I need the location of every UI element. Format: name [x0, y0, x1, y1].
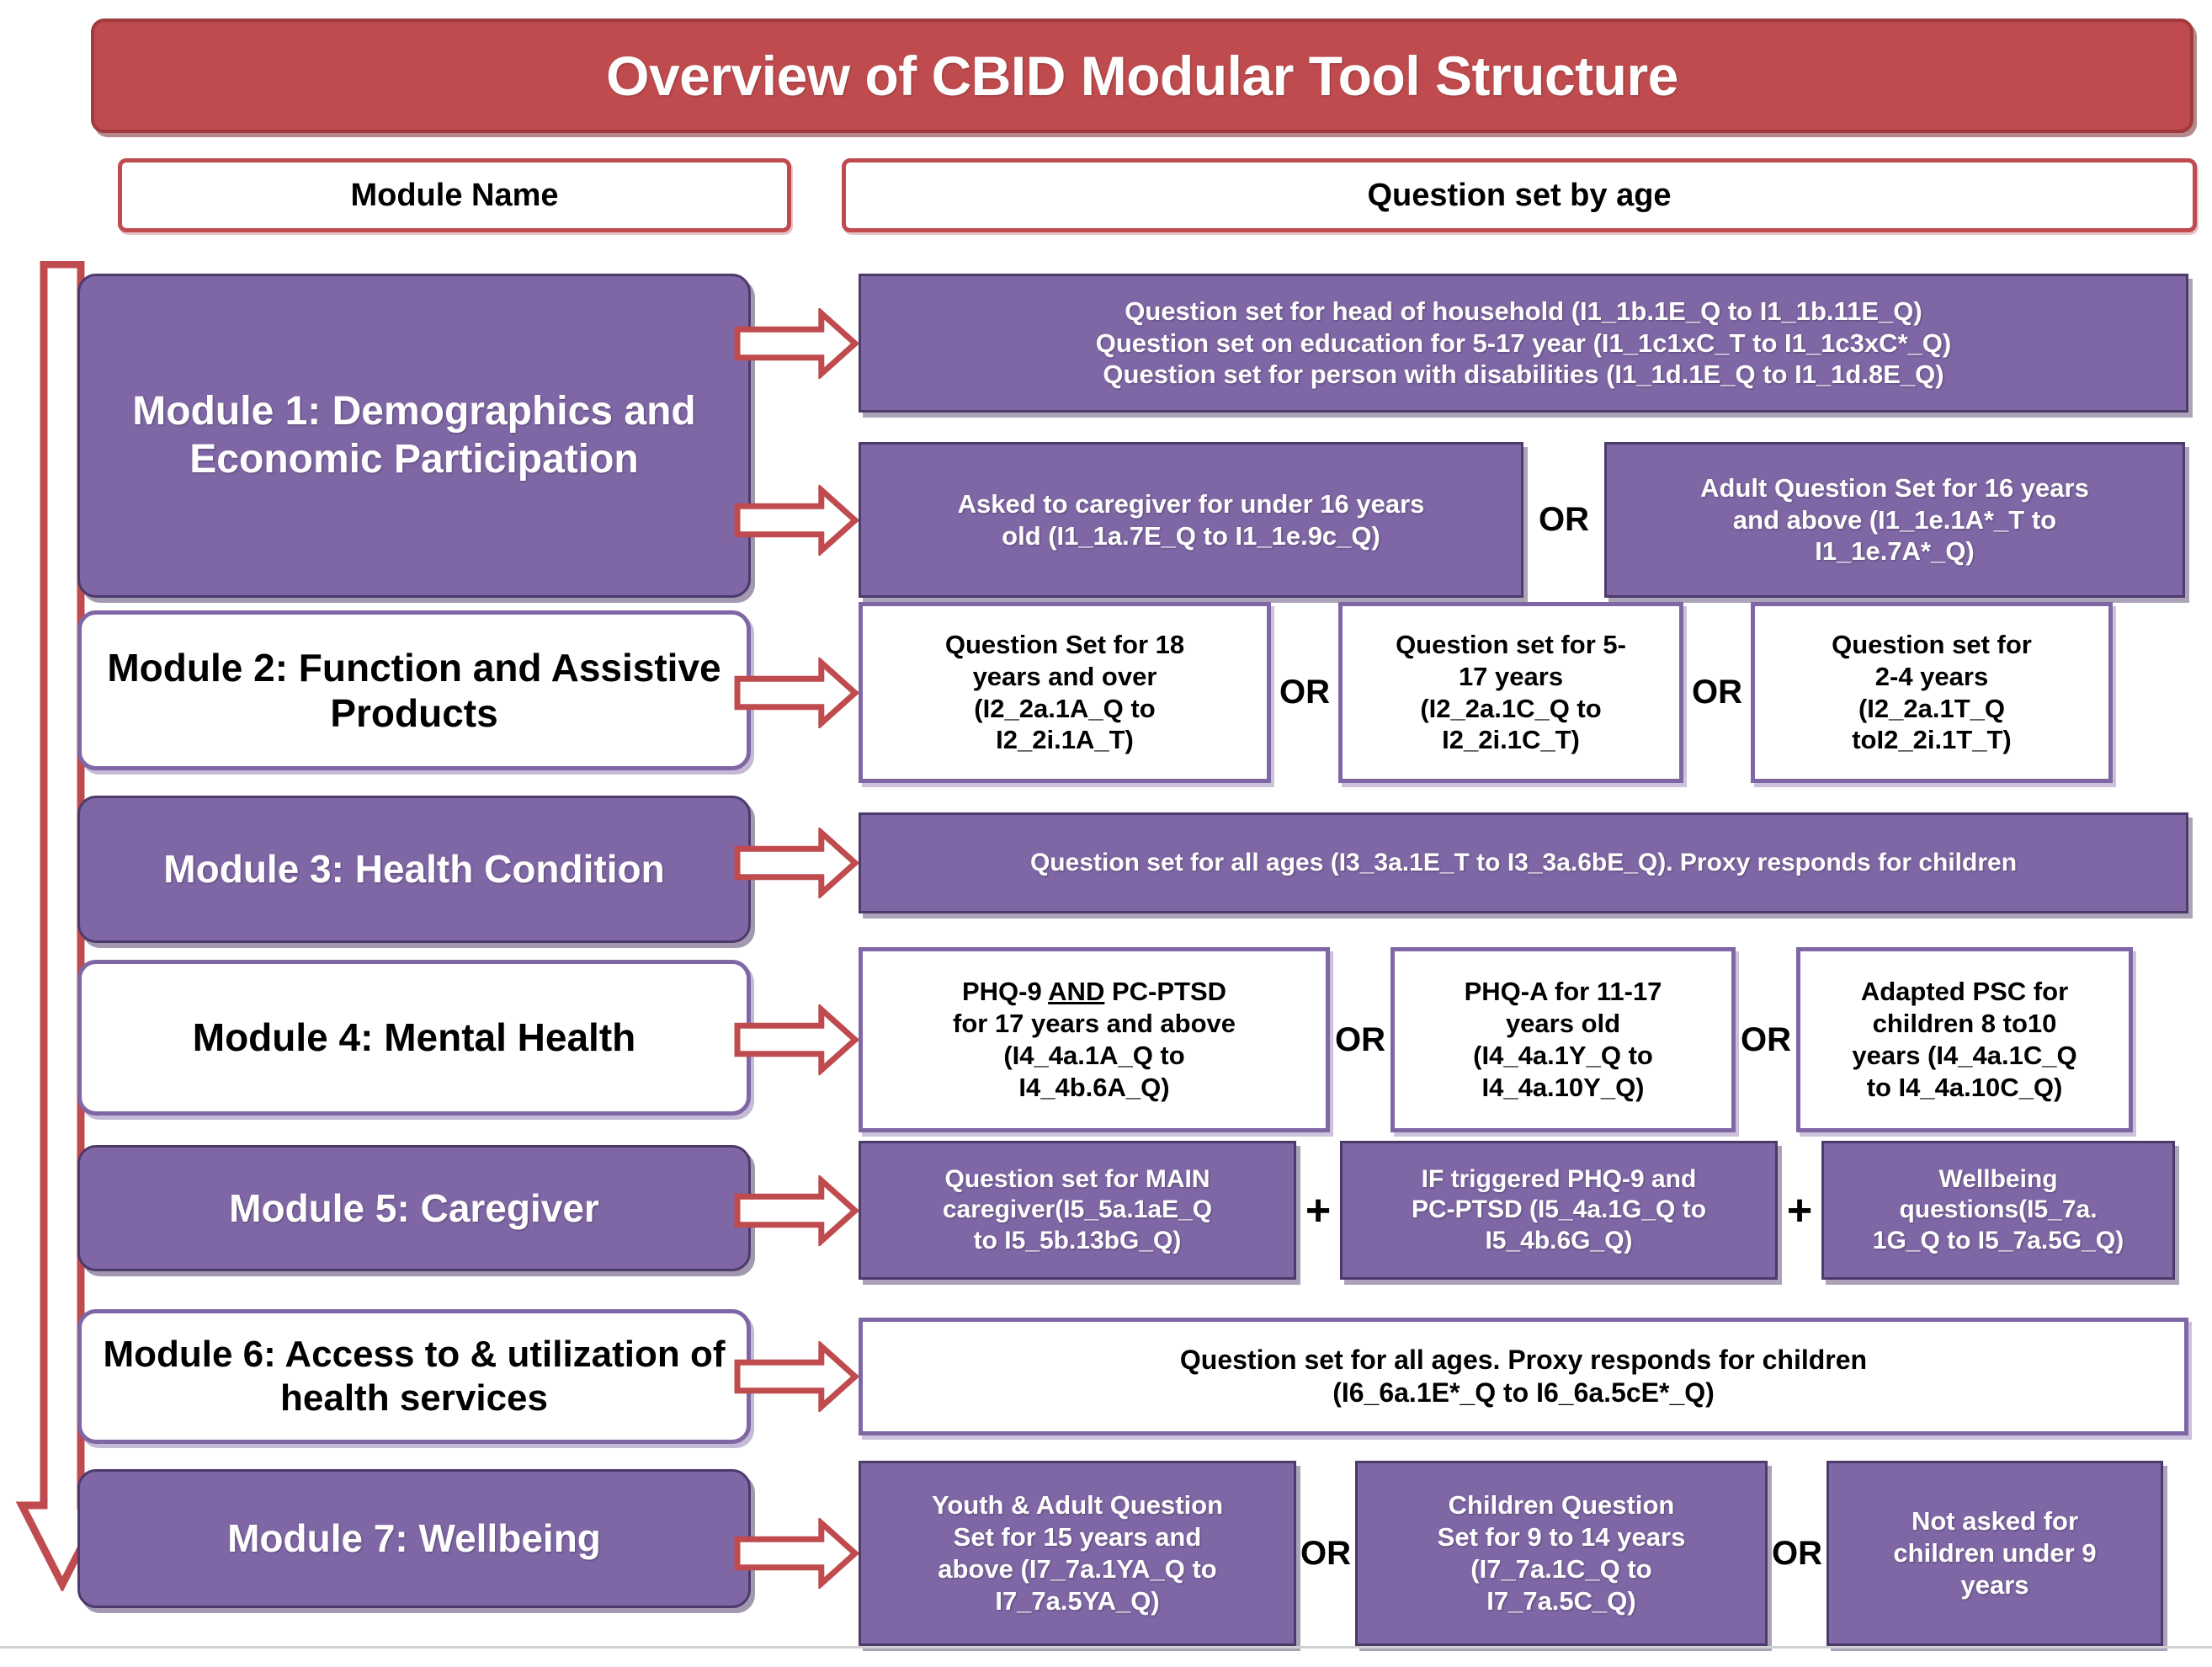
separator-or: OR	[1692, 674, 1742, 711]
question-set-text: Question set for head of household (I1_1…	[1095, 296, 1952, 390]
question-set-text: Question set for all ages (I3_3a.1E_T to…	[1029, 848, 2018, 876]
separator-or: OR	[1539, 501, 1589, 538]
module-label-1[interactable]: Module 1: Demographics and Economic Part…	[77, 274, 751, 598]
question-set-box[interactable]: Question set for head of household (I1_1…	[859, 274, 2188, 413]
question-set-box[interactable]: Question set for all ages (I3_3a.1E_T to…	[859, 812, 2188, 913]
module-label-3[interactable]: Module 3: Health Condition	[77, 796, 751, 943]
connector-arrow-icon	[734, 306, 860, 381]
connector-arrow-icon	[734, 655, 860, 730]
separator-plus: +	[1305, 1185, 1332, 1235]
module-label-7[interactable]: Module 7: Wellbeing	[77, 1469, 751, 1608]
connector-arrow-icon	[734, 1516, 860, 1590]
column-header-module-name: Module Name	[118, 158, 791, 232]
separator-or: OR	[1335, 1020, 1385, 1058]
module-label-6[interactable]: Module 6: Access to & utilization of hea…	[77, 1309, 751, 1444]
connector-arrow-icon	[734, 826, 860, 900]
module-label-4[interactable]: Module 4: Mental Health	[77, 960, 751, 1116]
separator-or: OR	[1300, 1534, 1351, 1572]
module-label-5[interactable]: Module 5: Caregiver	[77, 1145, 751, 1271]
separator-or: OR	[1772, 1534, 1822, 1572]
connector-arrow-icon	[734, 1003, 860, 1077]
module-label-2[interactable]: Module 2: Function and Assistive Product…	[77, 610, 751, 770]
connector-arrow-icon	[734, 1173, 860, 1248]
emphasis-text: AND	[1048, 977, 1105, 1007]
separator-or: OR	[1279, 674, 1330, 711]
separator-or: OR	[1741, 1020, 1791, 1058]
question-set-text: Question set for all ages. Proxy respond…	[1179, 1344, 1868, 1408]
question-set-box[interactable]: Question set for all ages. Proxy respond…	[859, 1318, 2188, 1435]
connector-arrow-icon	[734, 1339, 860, 1414]
page-title: Overview of CBID Modular Tool Structure	[91, 19, 2193, 133]
separator-plus: +	[1786, 1185, 1813, 1235]
question-set-text: Question set for 5-17 years(I2_2a.1C_Q t…	[1396, 629, 1626, 755]
bottom-divider	[0, 1646, 2212, 1648]
question-set-box[interactable]: Question set for 5-17 years(I2_2a.1C_Q t…	[1338, 602, 1683, 783]
column-header-question-set: Question set by age	[842, 158, 2197, 232]
connector-arrow-icon	[734, 482, 860, 557]
